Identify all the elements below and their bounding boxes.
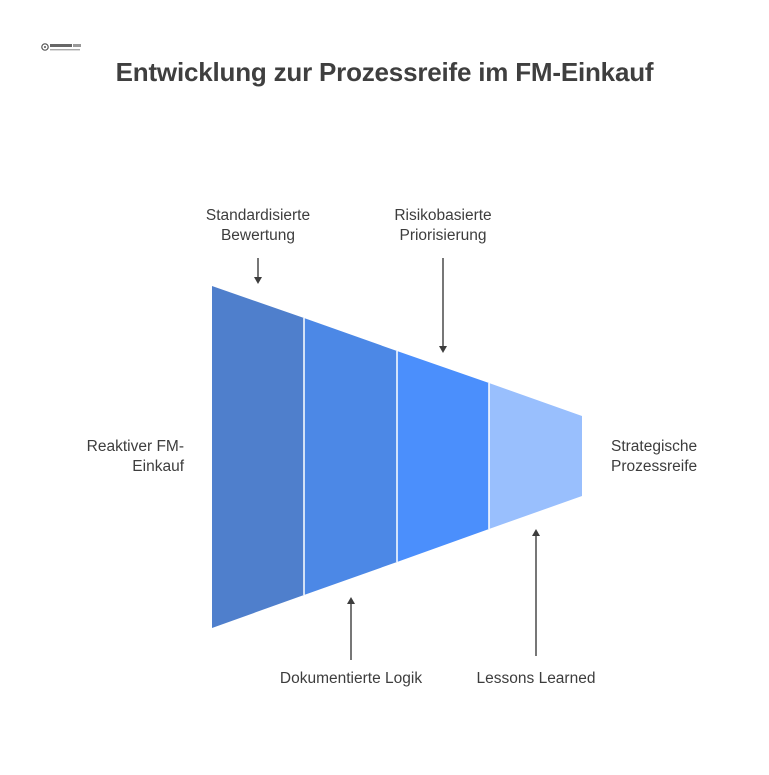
arrow-up-icon bbox=[347, 597, 355, 660]
funnel-segment-2 bbox=[304, 318, 397, 595]
stage-label-lessons-learned: Lessons Learned bbox=[476, 670, 596, 687]
company-logo-icon bbox=[41, 43, 81, 51]
stage-label-risikobasierte-priorisierung: Risikobasierte Priorisierung bbox=[394, 207, 492, 244]
funnel-segment-4 bbox=[489, 383, 582, 529]
funnel-segment-3 bbox=[397, 351, 489, 562]
start-stage-label: Reaktiver FM- Einkauf bbox=[86, 438, 184, 475]
page-title: Entwicklung zur Prozessreife im FM-Einka… bbox=[115, 57, 654, 87]
end-stage-label: Strategische Prozessreife bbox=[611, 438, 698, 475]
stage-label-dokumentierte-logik: Dokumentierte Logik bbox=[279, 670, 423, 687]
arrow-down-icon bbox=[439, 258, 447, 353]
arrow-up-icon bbox=[532, 529, 540, 656]
arrow-down-icon bbox=[254, 258, 262, 284]
stage-label-standardisierte-bewertung: Standardisierte Bewertung bbox=[205, 207, 311, 244]
funnel-segment-1 bbox=[212, 286, 304, 628]
